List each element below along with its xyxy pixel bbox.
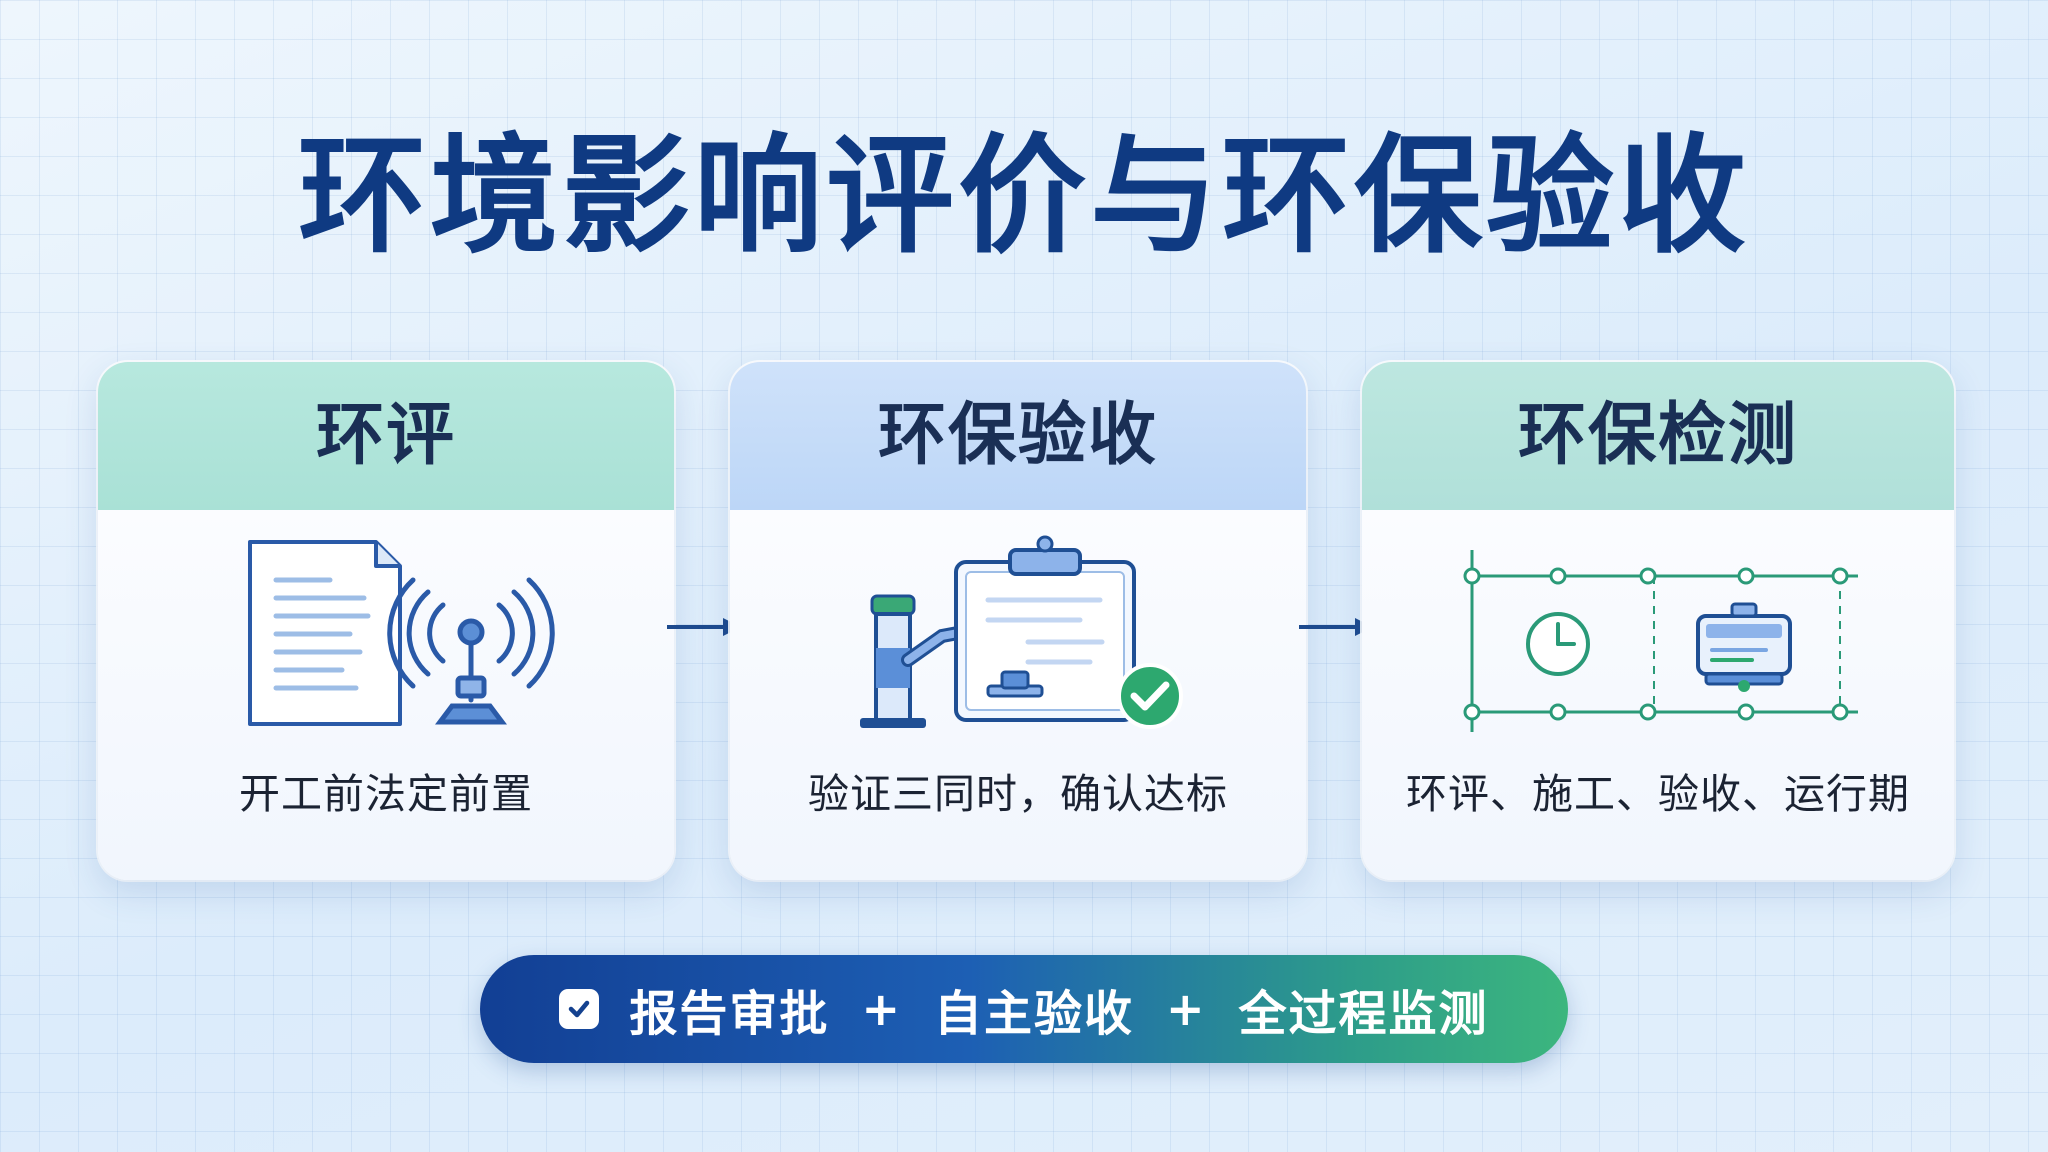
card-eia-header: 环评 (98, 362, 674, 510)
card-acceptance-title: 环保验收 (877, 396, 1158, 475)
card-monitoring: 环保检测 (1362, 362, 1954, 880)
antenna-icon (387, 577, 555, 725)
clock-icon (1526, 612, 1590, 676)
check-badge-icon (1117, 663, 1183, 729)
clipboard-icon (954, 535, 1136, 722)
document-icon (248, 540, 402, 726)
card-acceptance-header: 环保验收 (730, 362, 1306, 510)
plus-separator: + (1166, 982, 1207, 1036)
timeline-grid-icon (1463, 550, 1858, 732)
checkbox-icon (559, 989, 600, 1029)
card-monitoring-header: 环保检测 (1362, 362, 1954, 510)
card-monitoring-body: 环评、施工、验收、运行期 (1362, 510, 1954, 880)
card-monitoring-title: 环保检测 (1517, 396, 1798, 475)
banner-item-full-monitoring: 全过程监测 (1238, 986, 1489, 1042)
card-monitoring-illustration (1463, 550, 1858, 732)
card-monitoring-caption: 环评、施工、验收、运行期 (1406, 770, 1910, 818)
card-eia: 环评 (98, 362, 674, 880)
card-eia-body: 开工前法定前置 (98, 510, 674, 880)
plus-separator: + (861, 982, 902, 1036)
page-title: 环境影响评价与环保验收 (297, 122, 1750, 271)
card-acceptance: 环保验收 (730, 362, 1306, 880)
card-acceptance-illustration (860, 535, 1183, 729)
card-acceptance-caption: 验证三同时，确认达标 (808, 770, 1228, 818)
banner-item-self-acceptance: 自主验收 (933, 986, 1134, 1042)
banner-item-report-approval: 报告审批 (629, 986, 830, 1042)
monitor-icon (1696, 602, 1792, 692)
card-eia-caption: 开工前法定前置 (239, 770, 533, 818)
card-eia-title: 环评 (315, 396, 456, 475)
summary-banner: 报告审批 + 自主验收 + 全过程监测 (480, 955, 1568, 1063)
card-acceptance-body: 验证三同时，确认达标 (730, 510, 1306, 880)
card-eia-illustration (248, 540, 555, 726)
